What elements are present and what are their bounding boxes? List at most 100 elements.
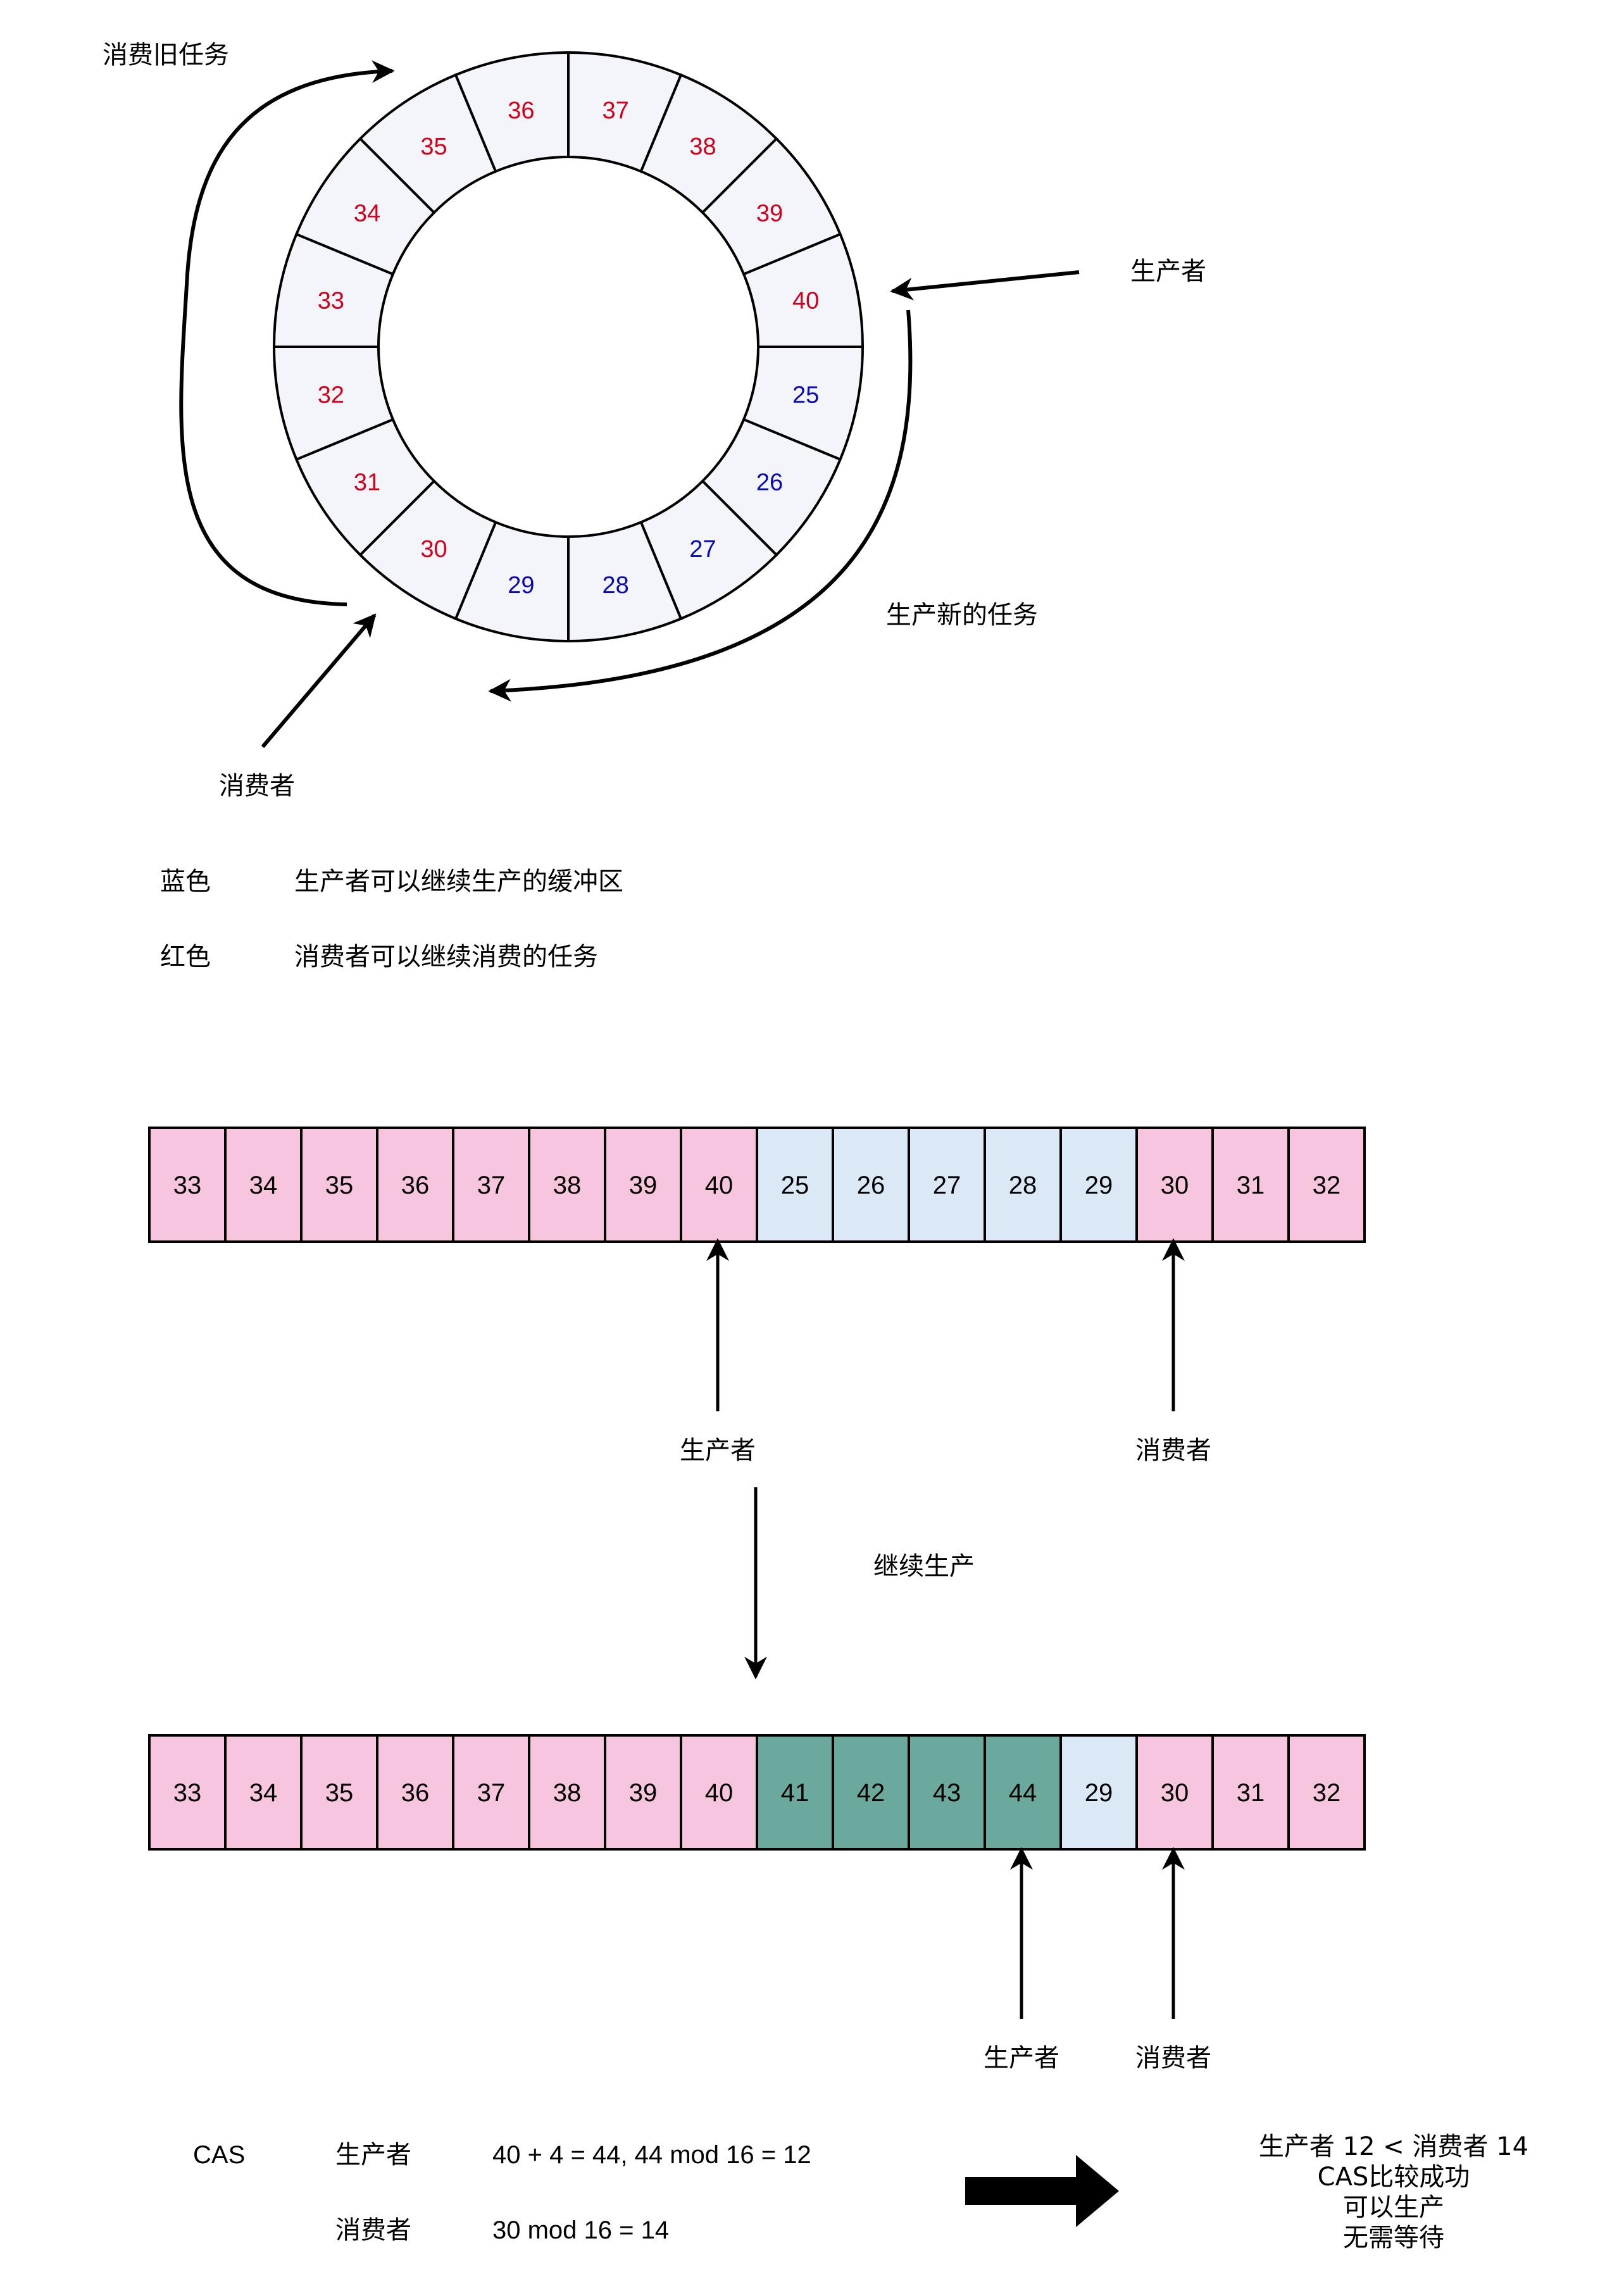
array-cell [224, 1127, 303, 1243]
ring-slot-label: 32 [318, 382, 344, 409]
array-cell [452, 1127, 530, 1243]
ring-slot-label: 37 [602, 97, 628, 124]
array-cell-label: 31 [1237, 1779, 1265, 1807]
array-cell [300, 1127, 378, 1243]
array-cell-label: 28 [1009, 1171, 1037, 1199]
array-cell [1211, 1734, 1290, 1851]
array-cell [756, 1734, 834, 1851]
array1-consumer-label: 消费者 [1135, 1436, 1211, 1465]
array-cell-label: 37 [477, 1779, 506, 1807]
array-cell-label: 44 [1009, 1779, 1037, 1807]
array-cell-label: 33 [173, 1779, 202, 1807]
legend-blue-text: 生产者可以继续生产的缓冲区 [294, 867, 623, 896]
array-cell [1287, 1734, 1366, 1851]
array-cell-label: 41 [781, 1779, 809, 1807]
array-cell-label: 42 [857, 1779, 885, 1807]
array-cell [908, 1127, 986, 1243]
array-cell [1135, 1734, 1214, 1851]
continue-label: 继续生产 [873, 1552, 975, 1581]
ring-slot-label: 29 [508, 572, 534, 599]
legend-red-key: 红色 [160, 942, 211, 971]
array-cell [1059, 1734, 1138, 1851]
array-cell-label: 26 [857, 1171, 885, 1199]
array2-producer-label: 生产者 [984, 2044, 1059, 2073]
array-cell [1059, 1127, 1138, 1243]
array1-producer-label: 生产者 [680, 1436, 756, 1465]
array-cell-label: 40 [705, 1171, 734, 1199]
array-cell [300, 1734, 378, 1851]
ring-consumer-label: 消费者 [219, 771, 295, 801]
cas-consumer-formula: 30 mod 16 = 14 [492, 2216, 669, 2244]
array-cell-label: 36 [401, 1171, 430, 1199]
array-cell-label: 40 [705, 1779, 734, 1807]
array-cell-label: 27 [933, 1171, 961, 1199]
array-cell-label: 36 [401, 1779, 430, 1807]
legend-blue-key: 蓝色 [160, 867, 211, 896]
cas-producer-label: 生产者 [335, 2140, 411, 2170]
array-cell [1287, 1127, 1366, 1243]
ring-producer-label: 生产者 [1130, 257, 1206, 286]
array2-consumer-label: 消费者 [1135, 2044, 1211, 2073]
array-cell [148, 1127, 227, 1243]
cas-result-line-4: 无需等待 [1343, 2223, 1444, 2252]
producer-arrow [890, 270, 1080, 301]
ring-slot-label: 39 [756, 200, 783, 227]
array-cell [604, 1127, 682, 1243]
cas-producer-formula: 40 + 4 = 44, 44 mod 16 = 12 [492, 2141, 811, 2169]
array-cell [452, 1734, 530, 1851]
array-cell [984, 1734, 1062, 1851]
ring-slot-label: 38 [689, 134, 716, 160]
array-cell [528, 1734, 606, 1851]
ring-slot-label: 33 [318, 287, 344, 314]
ring-slot-label: 35 [420, 134, 447, 160]
ring-slot-label: 31 [354, 470, 380, 496]
cas-title: CAS [193, 2141, 245, 2169]
array-cell-label: 37 [477, 1171, 506, 1199]
array-cell-label: 31 [1237, 1171, 1265, 1199]
array-cell [680, 1127, 758, 1243]
consumer-arrow [261, 613, 377, 748]
legend-red-text: 消费者可以继续消费的任务 [294, 942, 598, 971]
cas-consumer-label: 消费者 [335, 2216, 411, 2245]
array-cell [376, 1734, 454, 1851]
cas-result-line-1: 生产者 12 < 消费者 14 [1259, 2132, 1528, 2161]
array-cell-label: 29 [1085, 1171, 1113, 1199]
ring-slot-label: 30 [420, 536, 447, 563]
ring-slot-label: 36 [508, 97, 534, 124]
array-cell [908, 1734, 986, 1851]
array-cell-label: 32 [1313, 1171, 1341, 1199]
cas-result-line-2: CAS比较成功 [1318, 2163, 1470, 2192]
array-cell-label: 43 [933, 1779, 961, 1807]
array-cell-label: 39 [629, 1779, 658, 1807]
array-cell-label: 35 [325, 1171, 354, 1199]
ring-slot-label: 34 [354, 200, 380, 227]
array-cell [832, 1734, 910, 1851]
array-cell-label: 34 [249, 1779, 278, 1807]
array-cell [528, 1127, 606, 1243]
ring-slot-label: 26 [756, 470, 783, 496]
consume-old-arrow [179, 60, 395, 606]
array-cell-label: 35 [325, 1779, 354, 1807]
array-cell-label: 38 [553, 1779, 582, 1807]
array-cell-label: 30 [1161, 1779, 1189, 1807]
array-cell-label: 34 [249, 1171, 278, 1199]
array-before: 33 34 35 36 37 38 39 40 25 26 27 28 29 30 31 32 [148, 1127, 1366, 1243]
array-cell [1211, 1127, 1290, 1243]
produce-new-arrow [488, 309, 913, 702]
array-cell-label: 33 [173, 1171, 202, 1199]
array-cell-label: 39 [629, 1171, 658, 1199]
array-cell [376, 1127, 454, 1243]
array-cell-label: 38 [553, 1171, 582, 1199]
array-cell [680, 1734, 758, 1851]
array-cell [832, 1127, 910, 1243]
ring-slot-label: 25 [792, 382, 819, 409]
result-arrow-icon [965, 2155, 1119, 2227]
array-cell-label: 32 [1313, 1779, 1341, 1807]
array-cell-label: 25 [781, 1171, 809, 1199]
array-cell-label: 30 [1161, 1171, 1189, 1199]
array-cell [604, 1734, 682, 1851]
array-cell [224, 1734, 303, 1851]
